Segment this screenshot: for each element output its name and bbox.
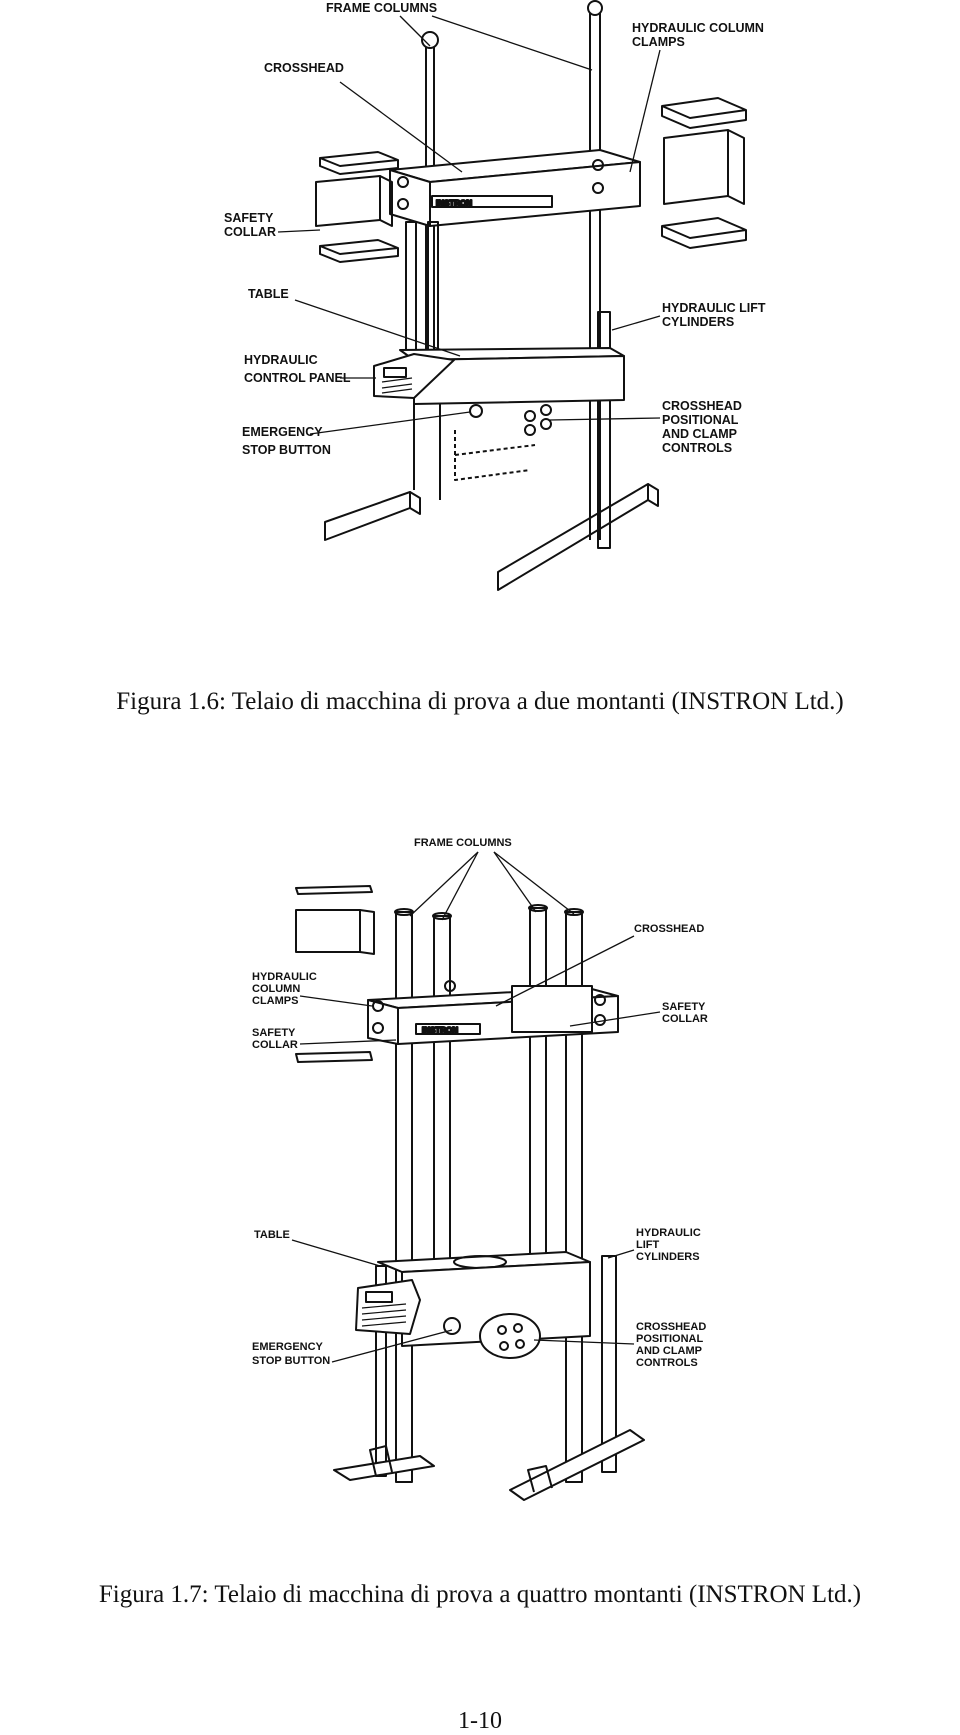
label-emergency-stop-button-line2: STOP BUTTON xyxy=(242,443,331,457)
label-safety-collar: SAFETY xyxy=(224,211,274,225)
label-crosshead-controls: CROSSHEAD xyxy=(636,1321,706,1333)
label-hydraulic-column-clamps: HYDRAULIC xyxy=(252,971,317,983)
figure-1-7-caption: Figura 1.7: Telaio di macchina di prova … xyxy=(98,1581,862,1608)
label-emergency-stop-button: EMERGENCY xyxy=(242,425,323,439)
label-frame-columns: FRAME COLUMNS xyxy=(326,1,437,15)
label-crosshead: CROSSHEAD xyxy=(634,923,704,935)
label-safety-collar-left-line2: COLLAR xyxy=(252,1039,298,1051)
four-column-frame-drawing: INSTRON xyxy=(252,837,708,1501)
label-hydraulic-lift-cylinders-line2: LIFT xyxy=(636,1239,659,1251)
label-crosshead-controls-line3: AND CLAMP xyxy=(662,427,737,441)
label-emergency-stop-button: EMERGENCY xyxy=(252,1341,324,1353)
label-safety-collar-right: SAFETY xyxy=(662,1001,706,1013)
label-safety-collar-left: SAFETY xyxy=(252,1027,296,1039)
crosshead-brand-label-four-column: INSTRON xyxy=(422,1026,458,1035)
label-emergency-stop-button-line2: STOP BUTTON xyxy=(252,1355,330,1367)
label-hydraulic-column-clamps-line2: COLUMN xyxy=(252,983,300,995)
figure-1-7-labels: FRAME COLUMNS CROSSHEAD HYDRAULIC COLUMN… xyxy=(252,837,708,1369)
figure-1-6-caption: Figura 1.6: Telaio di macchina di prova … xyxy=(116,688,844,715)
label-safety-collar-line2: COLLAR xyxy=(224,225,276,239)
label-hydraulic-column-clamps: HYDRAULIC COLUMN xyxy=(632,21,764,35)
label-hydraulic-column-clamps-line3: CLAMPS xyxy=(252,995,298,1007)
label-table: TABLE xyxy=(254,1229,290,1241)
label-crosshead-controls-line2: POSITIONAL xyxy=(662,413,739,427)
crosshead-brand-label: INSTRON xyxy=(436,199,472,208)
figure-1-6-labels: FRAME COLUMNS CROSSHEAD HYDRAULIC COLUMN… xyxy=(224,1,766,457)
label-hydraulic-lift-cylinders: HYDRAULIC xyxy=(636,1227,701,1239)
label-crosshead-controls-line3: AND CLAMP xyxy=(636,1345,702,1357)
label-hydraulic-lift-cylinders-line3: CYLINDERS xyxy=(636,1251,700,1263)
label-hydraulic-lift-cylinders: HYDRAULIC LIFT xyxy=(662,301,766,315)
page-number: 1-10 xyxy=(458,1708,502,1734)
label-crosshead-controls: CROSSHEAD xyxy=(662,399,742,413)
label-hydraulic-control-panel: HYDRAULIC xyxy=(244,353,318,367)
label-hydraulic-lift-cylinders-line2: CYLINDERS xyxy=(662,315,734,329)
label-crosshead: CROSSHEAD xyxy=(264,61,344,75)
label-crosshead-controls-line2: POSITIONAL xyxy=(636,1333,704,1345)
label-crosshead-controls-line4: CONTROLS xyxy=(636,1357,698,1369)
label-crosshead-controls-line4: CONTROLS xyxy=(662,441,732,455)
label-frame-columns: FRAME COLUMNS xyxy=(414,837,512,849)
label-table: TABLE xyxy=(248,287,289,301)
two-column-frame-drawing: INSTRON xyxy=(224,0,766,591)
label-hydraulic-column-clamps-line2: CLAMPS xyxy=(632,35,685,49)
label-hydraulic-control-panel-line2: CONTROL PANEL xyxy=(244,371,351,385)
label-safety-collar-right-line2: COLLAR xyxy=(662,1013,708,1025)
